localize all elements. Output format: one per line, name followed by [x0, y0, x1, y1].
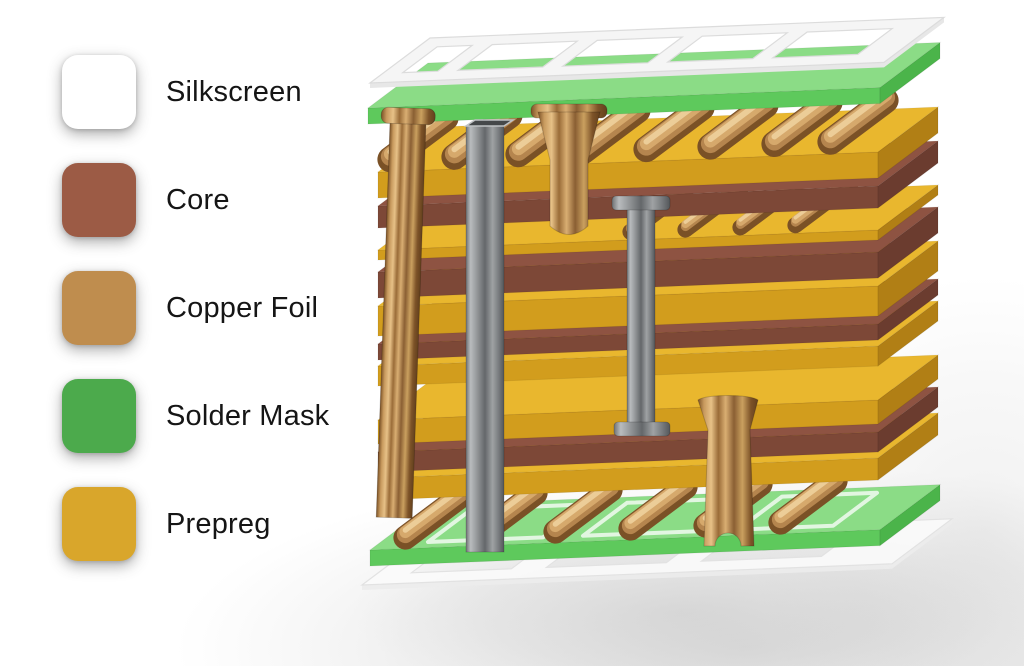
legend-item-core: Core [62, 163, 329, 237]
legend-item-silkscreen: Silkscreen [62, 55, 329, 129]
prepreg-label: Prepreg [166, 507, 271, 540]
core-swatch [62, 163, 136, 237]
through-via-plated [463, 119, 516, 553]
core-label: Core [166, 183, 230, 216]
silkscreen-label: Silkscreen [166, 75, 302, 108]
solder-mask-swatch [62, 379, 136, 453]
legend-item-copper-foil: Copper Foil [62, 271, 329, 345]
silkscreen-print-mark [736, 490, 879, 532]
legend-item-solder-mask: Solder Mask [62, 379, 329, 453]
prepreg-swatch [62, 487, 136, 561]
via-flange [613, 421, 671, 437]
via-flange [380, 106, 436, 126]
legend: Silkscreen Core Copper Foil Solder Mask … [62, 55, 329, 561]
copper-foil-swatch [62, 271, 136, 345]
blind-via-bottom [697, 395, 759, 547]
silkscreen-top [368, 16, 946, 88]
buried-via-plated [611, 195, 671, 437]
via-flange [611, 195, 671, 211]
copper-foil-label: Copper Foil [166, 291, 319, 324]
copper-traces-bottom [393, 469, 848, 550]
through-via-copper [375, 106, 436, 519]
via-barrel-opening [463, 119, 516, 127]
silkscreen-swatch [62, 55, 136, 129]
solder-mask-label: Solder Mask [166, 399, 330, 432]
blind-via-top [530, 103, 608, 235]
legend-item-prepreg: Prepreg [62, 487, 329, 561]
